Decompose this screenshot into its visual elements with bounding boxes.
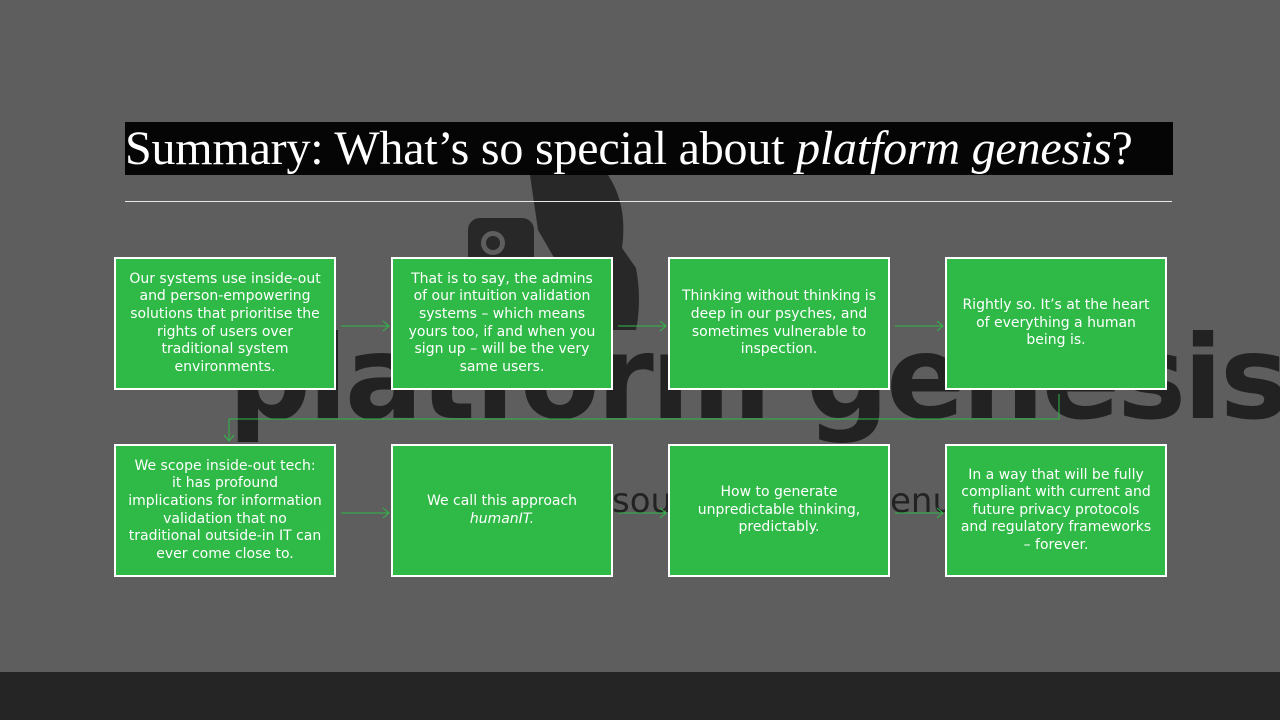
process-step-7-text: How to generate unpredictable thinking, … (697, 484, 861, 536)
arrow-5-to-6 (341, 507, 390, 519)
process-step-5-text: We scope inside-out tech: it has profoun… (128, 457, 322, 562)
process-step-4-text: Rightly so. It’s at the heart of everyth… (962, 297, 1150, 349)
process-step-6-plain: We call this approach (426, 492, 578, 509)
title-divider (125, 201, 1172, 202)
title-band: Summary: What’s so special about platfor… (125, 122, 1173, 175)
slide: platform genesis sou enu Summary: What’s… (0, 0, 1280, 672)
process-step-8-text: In a way that will be fully compliant wi… (960, 466, 1152, 553)
process-step-2: That is to say, the admins of our intuit… (391, 257, 613, 390)
arrow-2-to-3 (618, 320, 667, 332)
process-connectors (223, 320, 1060, 519)
arrow-4-to-5 (223, 394, 1060, 442)
watermark-tagline-fragment-1: sou (612, 481, 672, 521)
process-step-1-text: Our systems use inside-out and person-em… (129, 270, 321, 375)
slide-title: Summary: What’s so special about platfor… (125, 122, 1173, 175)
arrow-7-to-8 (895, 507, 944, 519)
process-step-6-text: We call this approach humanIT. (427, 493, 577, 528)
process-step-3-text: Thinking without thinking is deep in our… (682, 288, 876, 358)
process-step-1: Our systems use inside-out and person-em… (114, 257, 336, 390)
process-step-5: We scope inside-out tech: it has profoun… (114, 444, 336, 577)
watermark-tagline-fragment-2: enu (890, 481, 954, 521)
arrow-1-to-2 (341, 320, 390, 332)
process-step-4: Rightly so. It’s at the heart of everyth… (945, 257, 1167, 390)
title-plain: Summary: What’s so special about (125, 122, 797, 175)
process-step-2-text: That is to say, the admins of our intuit… (408, 270, 596, 375)
process-step-6-italic: humanIT. (469, 510, 535, 527)
arrow-3-to-4 (895, 320, 944, 332)
title-italic: platform genesis (796, 122, 1112, 175)
process-step-6: We call this approach humanIT. (391, 444, 613, 577)
process-step-7: How to generate unpredictable thinking, … (668, 444, 890, 577)
arrow-6-to-7 (618, 507, 667, 519)
title-end: ? (1111, 122, 1133, 175)
process-step-3: Thinking without thinking is deep in our… (668, 257, 890, 390)
bottom-bar (0, 672, 1280, 720)
process-step-8: In a way that will be fully compliant wi… (945, 444, 1167, 577)
